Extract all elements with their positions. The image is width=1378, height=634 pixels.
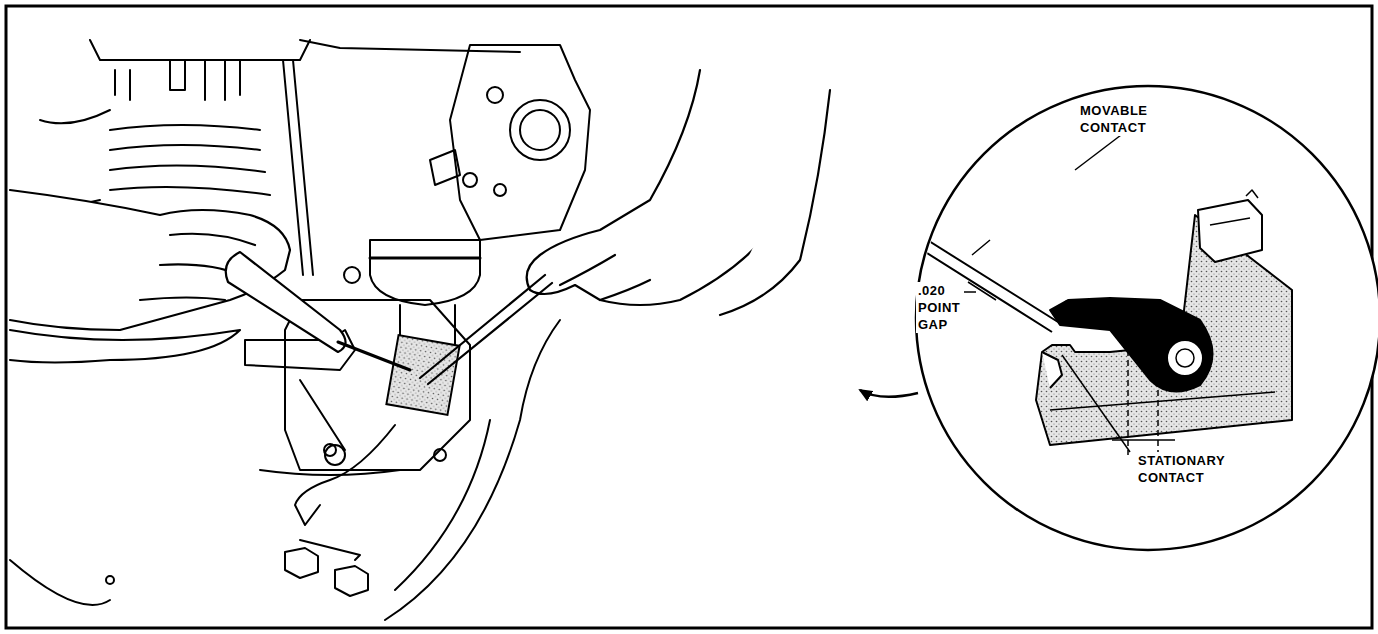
part-label: STATIONARY CONTACT xyxy=(1136,452,1244,486)
pointer-arrow xyxy=(860,390,918,397)
point-detail xyxy=(900,132,1292,455)
hands xyxy=(10,70,830,384)
detail-circle xyxy=(916,86,1378,550)
part-label: MOVABLE CONTACT xyxy=(1078,102,1168,136)
part-label: .020 POINT GAP xyxy=(916,282,964,333)
engine-drawing xyxy=(10,40,590,620)
